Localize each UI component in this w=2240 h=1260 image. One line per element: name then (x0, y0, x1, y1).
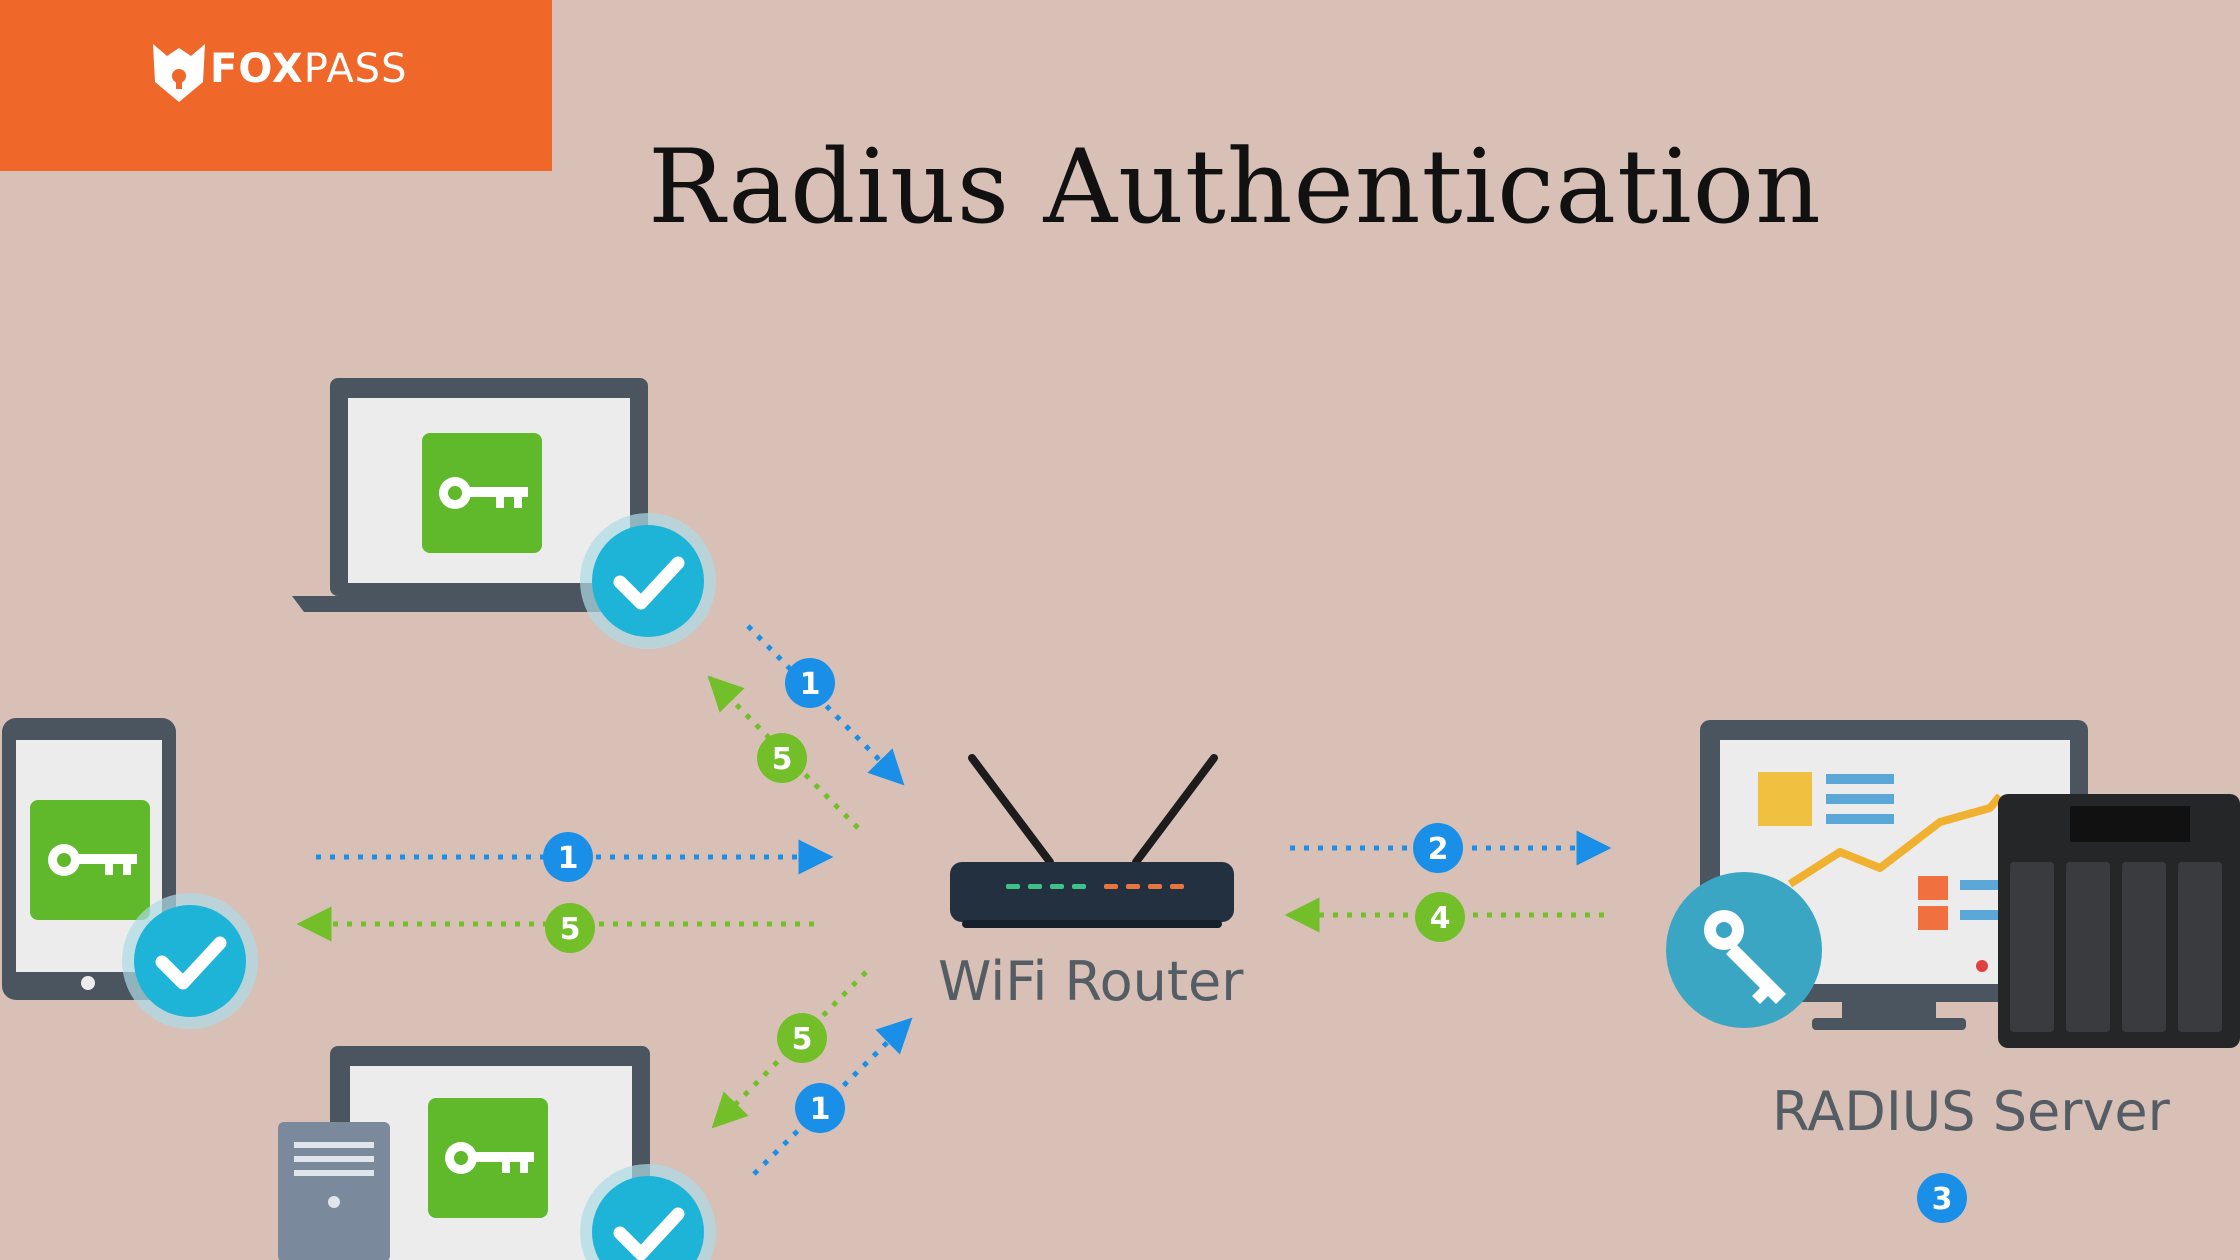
step-badge-server-to-router: 4 (1430, 901, 1451, 936)
step-badge-top-request: 1 (800, 667, 821, 702)
logo-brand-bold: FOX (210, 46, 304, 92)
logo-bar[interactable]: FOXPASS (0, 0, 552, 171)
check-icon (134, 905, 246, 1017)
step-badge-bot-response: 5 (792, 1022, 813, 1057)
step-badge-router-to-server: 2 (1428, 832, 1449, 867)
page-title: Radius Authentication (648, 128, 1822, 247)
server-label: RADIUS Server (1772, 1080, 2170, 1143)
server-icon (1976, 794, 2240, 1048)
desktop-bottom (278, 1046, 716, 1260)
step-badge-server: 3 (1932, 1182, 1953, 1217)
laptop-top (292, 378, 716, 649)
arrow-top-request (746, 624, 905, 786)
fox-shield-icon (153, 44, 205, 102)
logo-brand-thin: PASS (303, 46, 408, 92)
tablet-left (2, 718, 258, 1029)
router-icon (950, 754, 1234, 928)
arrow-bot-request (752, 1017, 913, 1176)
logo-wordmark: FOXPASS (210, 46, 407, 92)
step-badge-mid-response: 5 (560, 912, 581, 947)
check-icon (592, 525, 704, 637)
router-label: WiFi Router (938, 950, 1244, 1013)
step-badge-mid-request: 1 (558, 841, 579, 876)
step-badge-top-response: 5 (772, 742, 793, 777)
key-icon (1666, 872, 1822, 1028)
step-badge-bot-request: 1 (810, 1092, 831, 1127)
